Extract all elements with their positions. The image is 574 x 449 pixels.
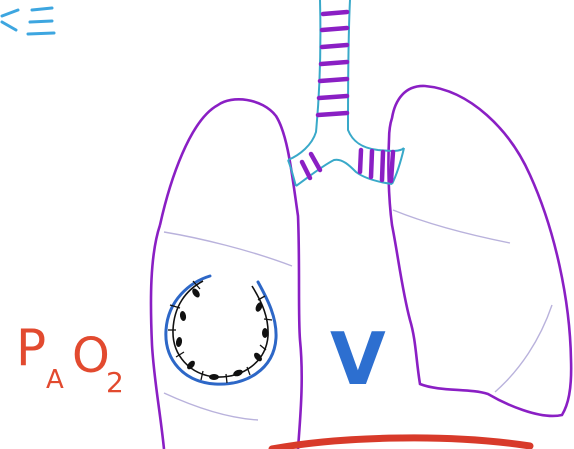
pao2-letter-p: P xyxy=(16,319,46,377)
pao2-subscript-a: A xyxy=(46,365,64,395)
alveolar-cells xyxy=(175,287,268,380)
left-lung-fissure-lower xyxy=(164,393,258,420)
right-lung-outline xyxy=(388,86,571,416)
left-lung-fissure-upper xyxy=(164,232,292,266)
right-lung-fissure-lower xyxy=(495,305,552,392)
pao2-label: P A O 2 xyxy=(16,319,124,399)
right-lung-fissure-upper xyxy=(393,210,510,243)
pao2-subscript-2: 2 xyxy=(106,366,124,399)
ventilation-label: V xyxy=(330,317,386,401)
alveolus-icon xyxy=(166,276,276,384)
pao2-letter-o: O xyxy=(72,328,110,384)
corner-mark xyxy=(2,8,54,34)
trachea-icon xyxy=(288,0,404,186)
diaphragm xyxy=(272,438,530,449)
